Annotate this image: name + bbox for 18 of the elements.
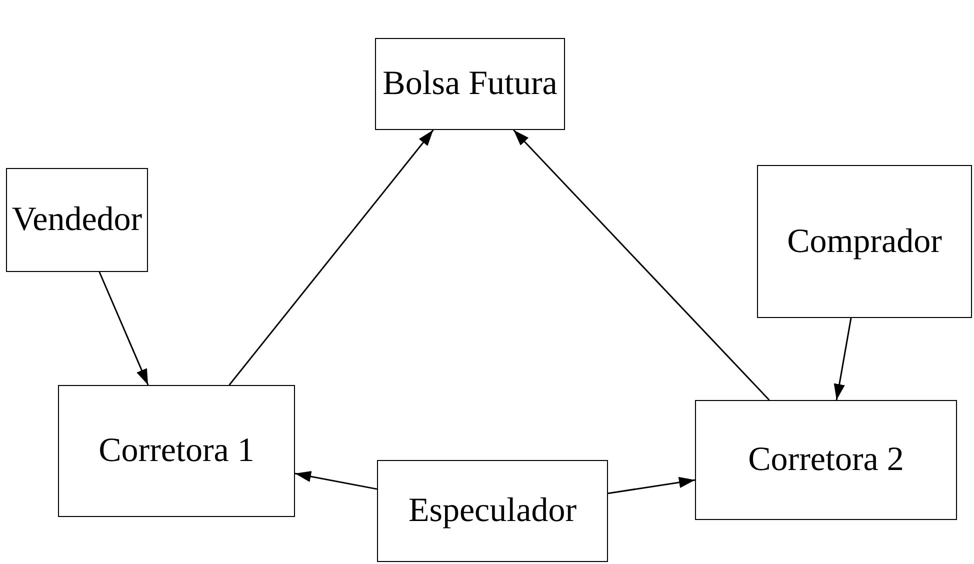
arrow <box>98 272 149 386</box>
node-label: Vendedor <box>12 201 142 239</box>
process-box <box>695 400 957 520</box>
arrow <box>513 129 770 401</box>
arrow <box>228 130 434 386</box>
arrow <box>294 470 378 490</box>
process-box <box>377 460 608 562</box>
node-label: Corretora 2 <box>748 441 904 479</box>
node-label: Especulador <box>408 492 577 530</box>
process-box <box>58 385 295 517</box>
node-label: Bolsa Futura <box>382 65 558 103</box>
node-label: Corretora 1 <box>98 432 254 470</box>
process-box <box>757 165 972 318</box>
process-box <box>6 168 148 272</box>
arrow <box>834 318 852 400</box>
process-box <box>375 38 565 130</box>
arrow <box>608 476 696 494</box>
node-label: Comprador <box>787 222 942 260</box>
